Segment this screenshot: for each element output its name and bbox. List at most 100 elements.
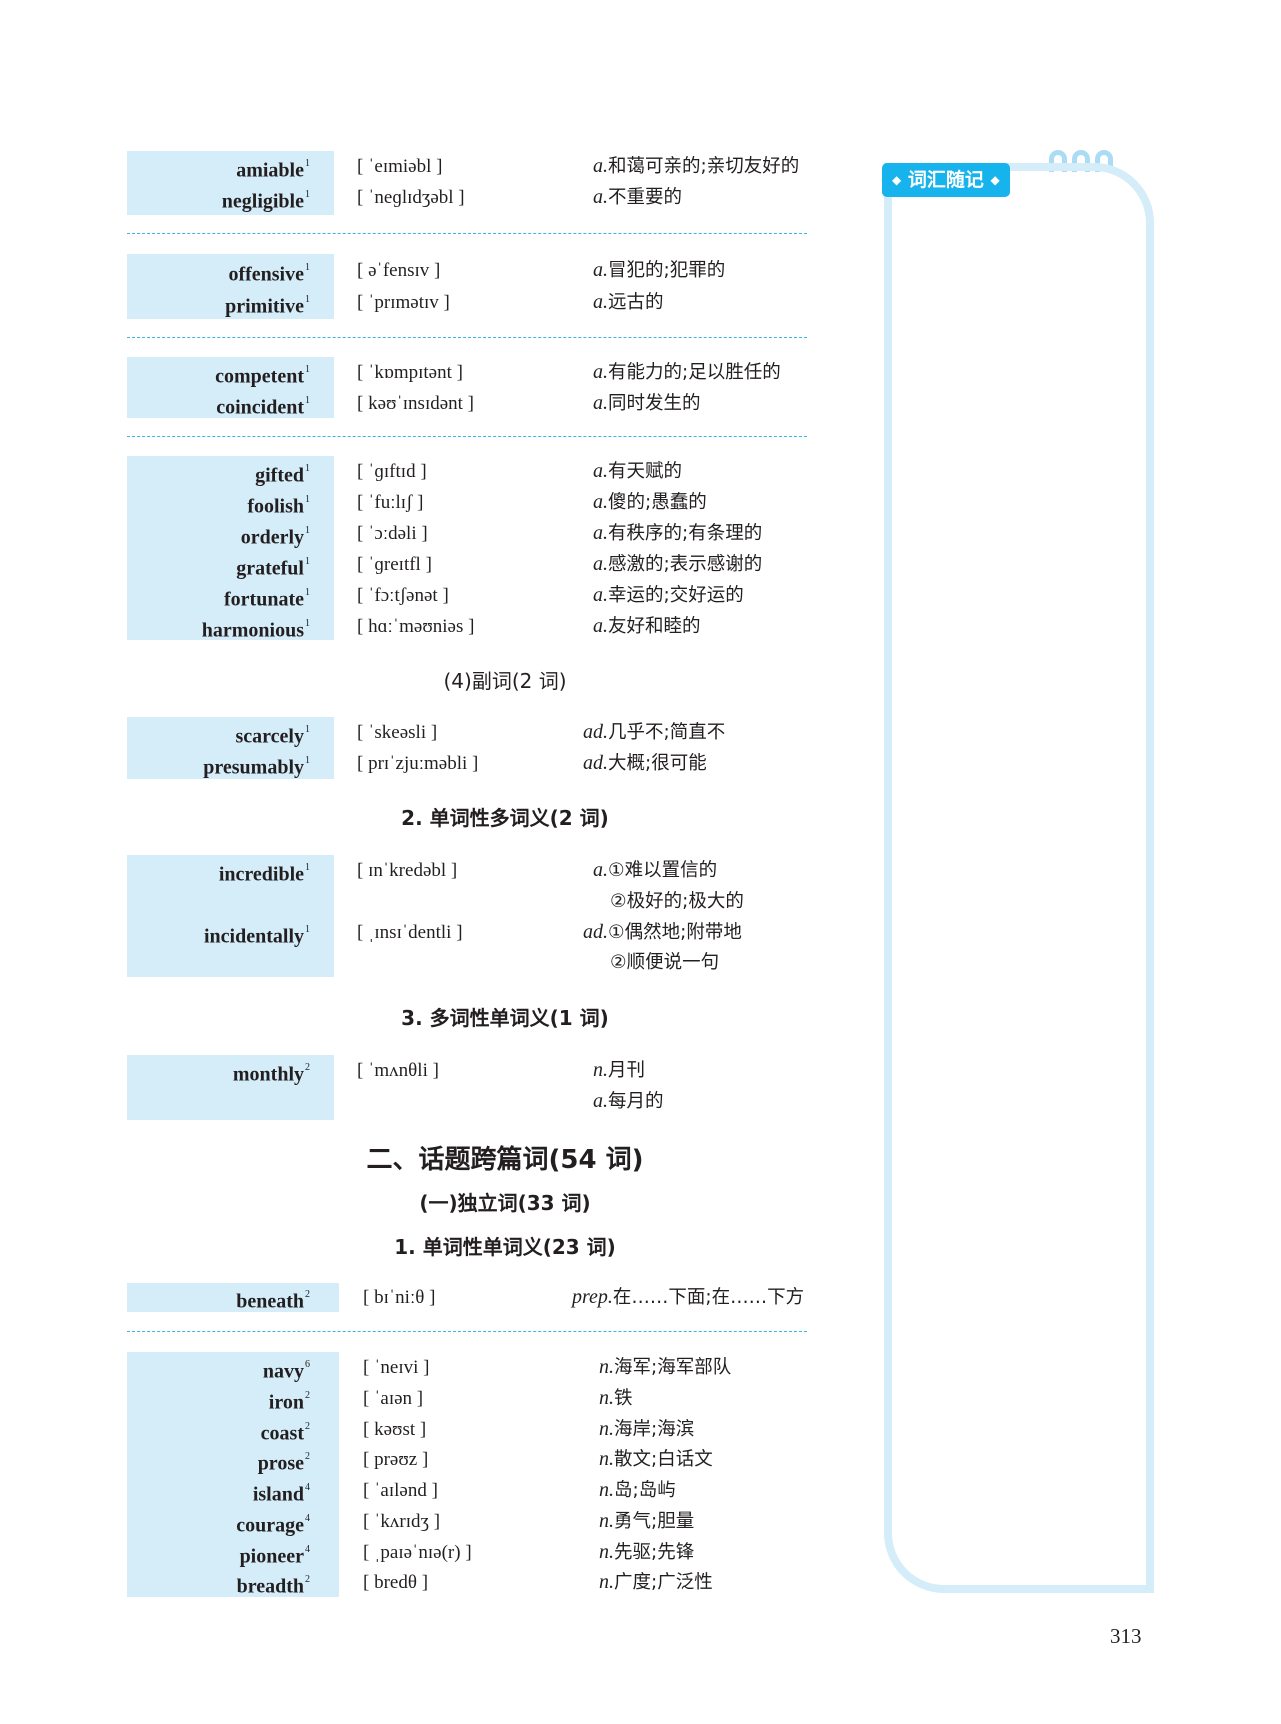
vocab-meaning: a.傻的;愚蠢的	[593, 491, 707, 513]
vocab-phonetic: [ ˈprɪmətɪv ]	[357, 292, 450, 313]
vocab-phonetic: [ ˈneɡlɪdʒəbl ]	[357, 187, 465, 208]
vocab-word: harmonious1	[201, 618, 310, 642]
diamond-icon: ◆	[892, 173, 902, 187]
vocab-phonetic: [ ˈskeəsli ]	[357, 722, 438, 743]
vocab-meaning: a.有天赋的	[593, 460, 683, 482]
vocab-word: negligible1	[221, 189, 310, 213]
vocab-meaning: ad.几乎不;简直不	[583, 721, 726, 743]
vocab-entry: incidentally1 [ ˌɪnsɪˈdentli ] ad.①偶然地;附…	[127, 917, 867, 948]
vocab-word: grateful1	[236, 556, 310, 580]
vocab-entry: amiable1 [ ˈeɪmiəbl ] a.和蔼可亲的;亲切友好的	[127, 151, 867, 182]
vocab-word: breadth2	[236, 1574, 310, 1598]
vocab-entry: iron2 [ ˈaɪən ] n.铁	[127, 1383, 867, 1414]
vocab-meaning: ②顺便说一句	[610, 952, 720, 973]
vocab-entry-cont: ②极好的;极大的	[127, 886, 867, 917]
vocab-word: island4	[252, 1482, 310, 1506]
vocab-phonetic: [ ˈɡreɪtfl ]	[357, 554, 432, 575]
vocab-entry: breadth2 [ bredθ ] n.广度;广泛性	[127, 1567, 867, 1598]
vocab-phonetic: [ ˈɡɪftɪd ]	[357, 461, 427, 482]
word-box-bg	[127, 1283, 339, 1312]
vocab-word: primitive1	[225, 294, 310, 318]
vocab-entry: offensive1 [ əˈfensɪv ] a.冒犯的;犯罪的	[127, 255, 867, 286]
vocab-entry-cont: ②顺便说一句	[127, 947, 867, 978]
vocab-phonetic: [ ˈaɪən ]	[363, 1388, 424, 1409]
vocab-word: gifted1	[255, 463, 310, 487]
vocab-word: coincident1	[216, 395, 310, 419]
vocab-word: offensive1	[228, 262, 310, 286]
vocab-phonetic: [ ˈɔːdəli ]	[357, 523, 428, 544]
word-box-bg	[127, 456, 334, 640]
dashed-separator	[127, 233, 807, 234]
vocab-meaning: n.铁	[599, 1387, 633, 1409]
vocab-word: incredible1	[218, 862, 310, 886]
vocab-phonetic: [ bredθ ]	[363, 1572, 429, 1593]
page-number: 313	[1110, 1624, 1142, 1648]
vocab-entry: prose2 [ prəʊz ] n.散文;白话文	[127, 1444, 867, 1475]
vocab-meaning: a.和蔼可亲的;亲切友好的	[593, 155, 800, 177]
vocab-meaning: a.远古的	[593, 291, 664, 313]
heading-adverbs: (4)副词(2 词)	[443, 669, 567, 693]
word-box-bg	[127, 717, 334, 779]
vocab-phonetic: [ hɑːˈməʊniəs ]	[357, 616, 475, 637]
vocab-word: beneath2	[236, 1289, 310, 1313]
heading-single-pos-single-meaning: 1. 单词性单词义(23 词)	[394, 1235, 616, 1259]
vocab-word: presumably1	[203, 755, 310, 779]
vocab-entry: fortunate1 [ ˈfɔːtʃənət ] a.幸运的;交好运的	[127, 580, 867, 611]
vocab-phonetic: [ ˌɪnsɪˈdentli ]	[357, 922, 463, 943]
vocab-entry: monthly2 [ ˈmʌnθli ] n.月刊	[127, 1055, 867, 1086]
vocab-meaning: n.广度;广泛性	[599, 1571, 713, 1593]
word-box-bg	[127, 855, 334, 977]
vocab-phonetic: [ ˌpaɪəˈnɪə(r) ]	[363, 1542, 472, 1563]
notes-panel-title: ◆ 词汇随记 ◆	[882, 163, 1010, 197]
vocab-meaning: n.岛;岛屿	[599, 1479, 676, 1501]
vocab-phonetic: [ prɪˈzjuːməbli ]	[357, 753, 479, 774]
vocab-phonetic: [ kəʊst ]	[363, 1419, 427, 1440]
vocab-entry: primitive1 [ ˈprɪmətɪv ] a.远古的	[127, 287, 867, 318]
vocab-word: orderly1	[240, 525, 310, 549]
vocab-word: scarcely1	[235, 724, 311, 748]
subsection-title: (一)独立词(33 词)	[419, 1191, 591, 1215]
vocab-meaning: n.海岸;海滨	[599, 1418, 695, 1440]
vocab-meaning: n.先驱;先锋	[599, 1541, 695, 1563]
notes-panel[interactable]	[884, 163, 1154, 1593]
vocab-entry: competent1 [ ˈkɒmpɪtənt ] a.有能力的;足以胜任的	[127, 357, 867, 388]
vocab-word: fortunate1	[224, 587, 310, 611]
vocab-word: pioneer4	[239, 1544, 310, 1568]
vocab-phonetic: [ ˈfuːlɪʃ ]	[357, 492, 424, 513]
dashed-separator	[127, 337, 807, 338]
word-box-bg	[127, 254, 334, 319]
vocab-meaning: a.冒犯的;犯罪的	[593, 259, 726, 281]
vocab-meaning: a.感激的;表示感谢的	[593, 553, 763, 575]
vocab-meaning: a.每月的	[593, 1090, 664, 1112]
vocab-meaning: ad.①偶然地;附带地	[583, 921, 742, 943]
vocab-word: monthly2	[232, 1062, 310, 1086]
diamond-icon: ◆	[990, 173, 1000, 187]
vocab-phonetic: [ ˈmʌnθli ]	[357, 1060, 439, 1081]
vocab-phonetic: [ ˈkʌrɪdʒ ]	[363, 1511, 441, 1532]
word-box-bg	[127, 151, 334, 215]
vocab-word: iron2	[268, 1390, 310, 1414]
dashed-separator	[127, 1331, 807, 1332]
word-box-bg	[127, 357, 334, 418]
vocab-word: foolish1	[247, 494, 310, 518]
vocab-word: amiable1	[236, 158, 310, 182]
vocab-phonetic: [ bɪˈniːθ ]	[363, 1287, 436, 1308]
vocab-entry: courage4 [ ˈkʌrɪdʒ ] n.勇气;胆量	[127, 1506, 867, 1537]
vocab-phonetic: [ ˈfɔːtʃənət ]	[357, 585, 449, 606]
vocab-entry: navy6 [ ˈneɪvi ] n.海军;海军部队	[127, 1352, 867, 1383]
vocab-meaning: prep.在……下面;在……下方	[572, 1286, 805, 1308]
heading-multi-pos-single-meaning: 3. 多词性单词义(1 词)	[401, 1006, 609, 1030]
vocab-phonetic: [ ˈneɪvi ]	[363, 1357, 430, 1378]
vocab-meaning: a.有秩序的;有条理的	[593, 522, 763, 544]
vocab-entry: beneath2 [ bɪˈniːθ ] prep.在……下面;在……下方	[127, 1282, 867, 1313]
vocab-entry: grateful1 [ ˈɡreɪtfl ] a.感激的;表示感谢的	[127, 549, 867, 580]
vocab-phonetic: [ ˈkɒmpɪtənt ]	[357, 362, 463, 383]
vocab-meaning: a.幸运的;交好运的	[593, 584, 744, 606]
vocab-phonetic: [ əˈfensɪv ]	[357, 260, 441, 281]
vocab-entry: coast2 [ kəʊst ] n.海岸;海滨	[127, 1414, 867, 1445]
section-title: 二、话题跨篇词(54 词)	[366, 1145, 644, 1175]
dashed-separator	[127, 436, 807, 437]
vocab-phonetic: [ ˈeɪmiəbl ]	[357, 156, 443, 177]
vocab-entry: harmonious1 [ hɑːˈməʊniəs ] a.友好和睦的	[127, 611, 867, 642]
word-box-bg	[127, 1055, 334, 1120]
